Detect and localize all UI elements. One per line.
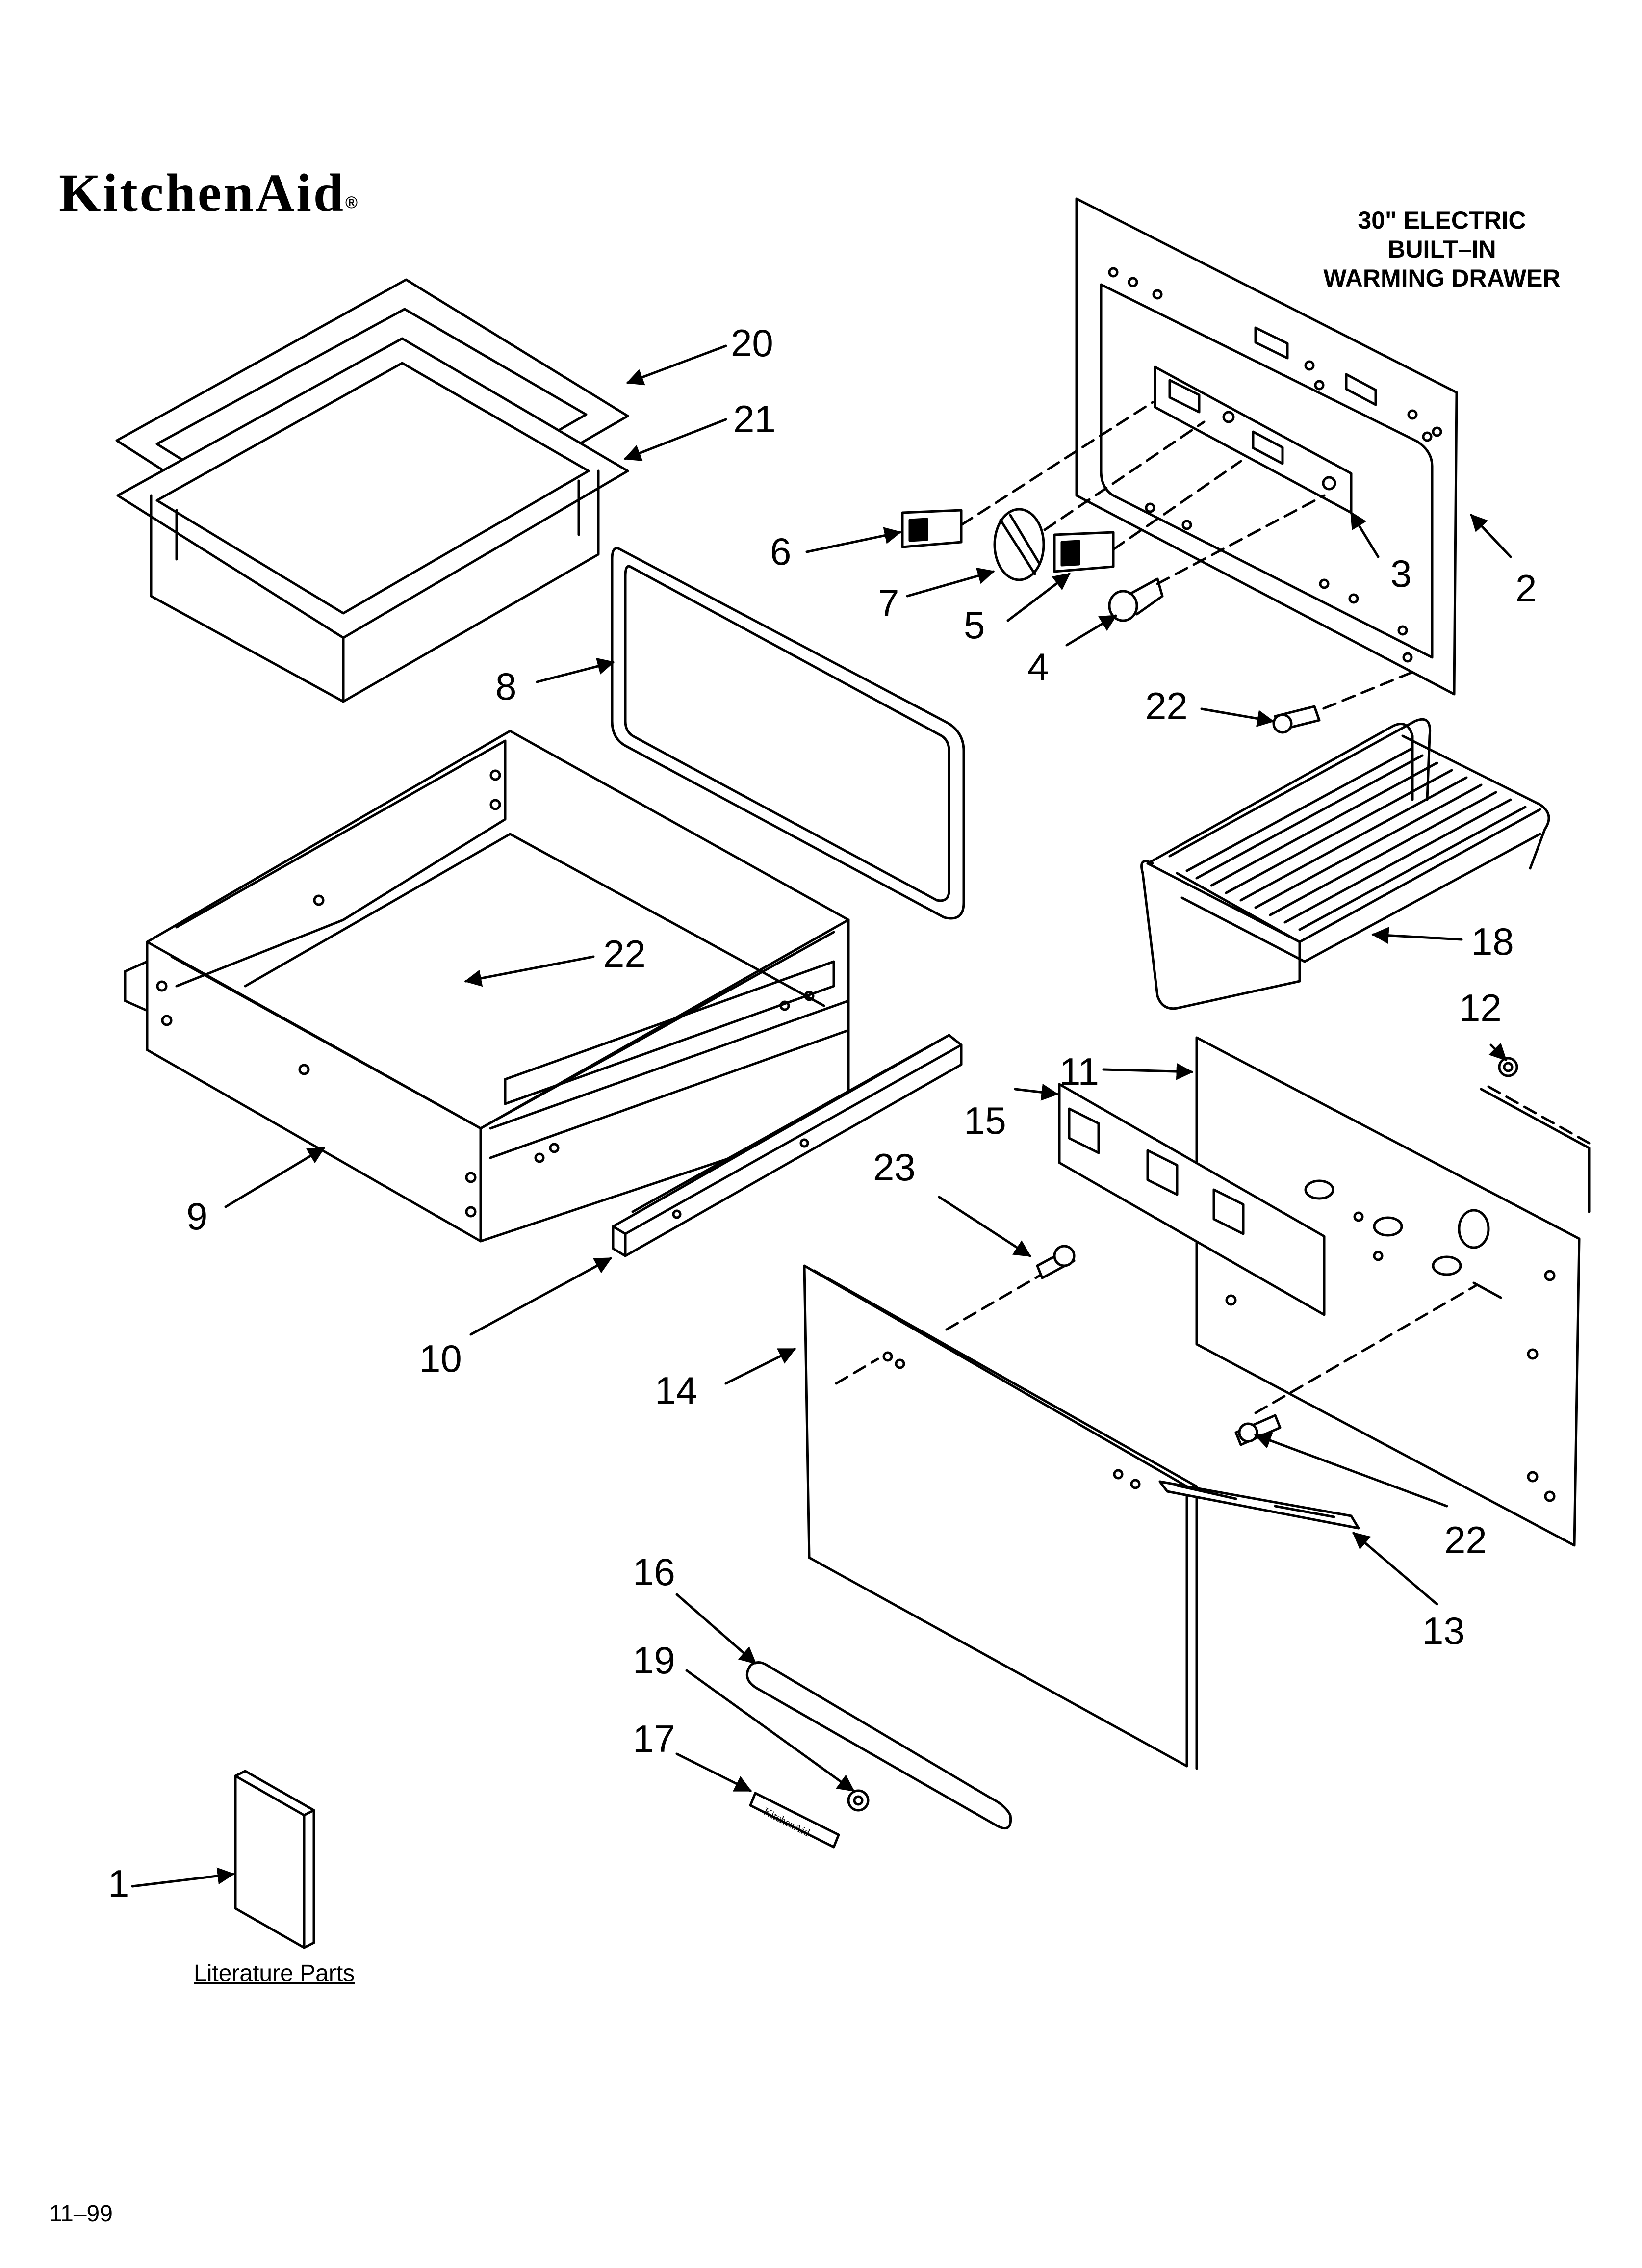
- screw-part-22a: [1272, 705, 1321, 734]
- title-line-1: 30" ELECTRIC: [1358, 207, 1526, 234]
- callout-7: 7: [878, 581, 899, 625]
- callout-8: 8: [495, 665, 517, 708]
- kitchenaid-logo: KitchenAid®: [59, 162, 359, 224]
- callout-14: 14: [655, 1369, 697, 1412]
- callout-10: 10: [419, 1337, 462, 1380]
- pan-part-21: [116, 337, 629, 703]
- handle-part-16: [745, 1661, 1012, 1830]
- slide-rail-part-10: [612, 1034, 963, 1257]
- rocker-switch-part-6: [901, 509, 963, 548]
- callout-1: 1: [108, 1862, 129, 1905]
- callout-9: 9: [186, 1195, 208, 1238]
- callout-11: 11: [1059, 1050, 1099, 1093]
- callout-4: 4: [1027, 645, 1049, 688]
- front-panel-part-11: [1195, 1036, 1591, 1547]
- door-panel-part-14: [803, 1264, 1198, 1770]
- screw-part-23: [1036, 1245, 1076, 1279]
- nut-part-12: [1498, 1057, 1518, 1077]
- registered-mark: ®: [345, 193, 359, 212]
- drawer-part-9: [124, 730, 850, 1243]
- footer-date-code: 11–99: [49, 2201, 113, 2227]
- hinge-bracket-part-13: [1158, 1480, 1360, 1530]
- switch-part-5: [1053, 531, 1115, 573]
- gasket-part-8: [611, 547, 965, 920]
- indicator-light-part-4: [1108, 577, 1164, 622]
- callout-6: 6: [770, 530, 792, 573]
- rack-part-18: [1140, 718, 1550, 1010]
- callout-3: 3: [1390, 552, 1412, 595]
- callout-17: 17: [633, 1717, 675, 1760]
- callout-5: 5: [964, 603, 985, 647]
- callout-18: 18: [1471, 920, 1514, 963]
- callout-22-drawer: 22: [603, 932, 646, 975]
- callout-13: 13: [1422, 1609, 1465, 1652]
- title-line-3: WARMING DRAWER: [1323, 264, 1561, 292]
- page-title: 30" ELECTRIC BUILT–IN WARMING DRAWER: [1305, 206, 1579, 293]
- callout-15: 15: [964, 1099, 1006, 1142]
- callout-16: 16: [633, 1550, 675, 1593]
- knob-part-7: [993, 508, 1045, 581]
- callout-20: 20: [731, 321, 773, 365]
- switch-bracket-part-15: [1058, 1083, 1326, 1316]
- callout-21: 21: [733, 397, 776, 441]
- literature-parts-label: Literature Parts: [194, 1960, 355, 1986]
- callout-19: 19: [633, 1639, 675, 1682]
- callout-22-lower: 22: [1444, 1518, 1487, 1562]
- clip-part-19: [847, 1789, 870, 1812]
- callout-23: 23: [873, 1146, 916, 1189]
- brand-name: KitchenAid: [59, 163, 345, 223]
- title-line-2: BUILT–IN: [1387, 235, 1496, 263]
- callout-2: 2: [1515, 567, 1537, 610]
- literature-part-1: [234, 1770, 315, 1949]
- callout-12: 12: [1459, 986, 1502, 1029]
- callout-22-top: 22: [1145, 684, 1188, 728]
- nameplate-part-17: KitchenAid: [749, 1792, 840, 1849]
